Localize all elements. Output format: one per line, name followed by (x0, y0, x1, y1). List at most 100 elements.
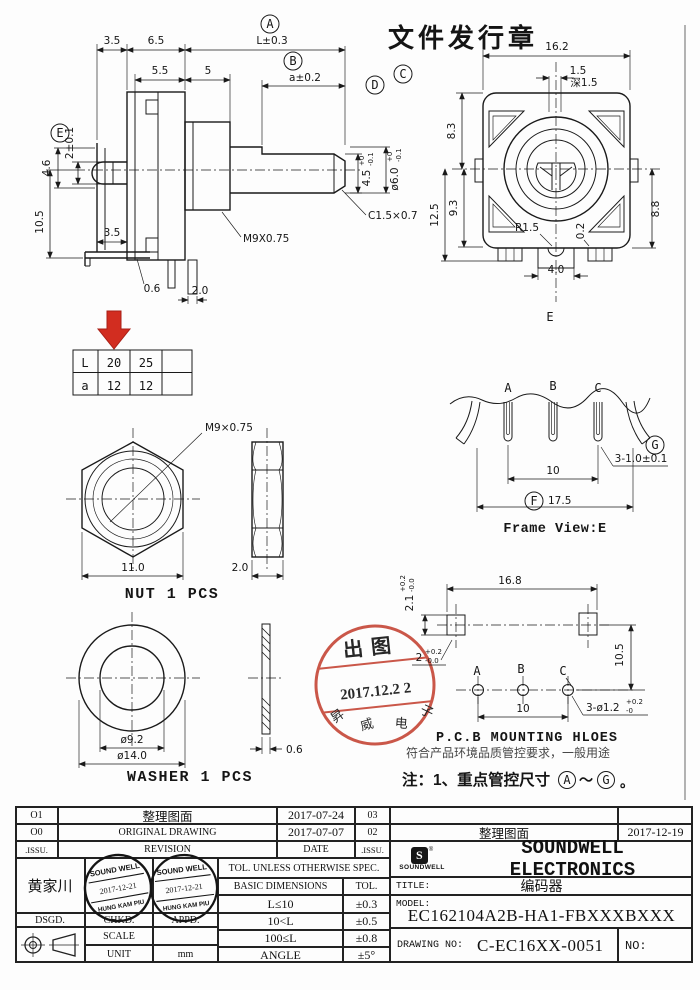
issuance-stamp-title: 文件发行章 (388, 24, 539, 53)
pcb-mounting: 16.8 2.1 +0.2 -0.0 2 +0.2 -0.0 10.5 (399, 575, 648, 760)
tol-row3-val: ±0.8 (343, 930, 390, 947)
svg-text:-0.1: -0.1 (367, 152, 375, 166)
unit-value: mm (153, 945, 218, 963)
tol-col1: BASIC DIMENSIONS (218, 878, 343, 895)
section-label-e: E (546, 310, 553, 324)
appd-stamp: SOUND WELL 2017-12-21 HUNG KAM PIU (149, 853, 219, 923)
model-value: EC162104A2B-HA1-FBXXXBXXX (407, 905, 676, 925)
dim-a: a±0.2 (289, 72, 321, 84)
pcb-hole-label: 3-ø1.2 (586, 702, 620, 714)
release-stamp: 出图 2017.12.2 2 昇 威 电 子 (314, 624, 436, 746)
dim-4-0: 4.0 (548, 264, 565, 276)
frame-dim-17-5: 17.5 (548, 495, 571, 507)
pcb-hole-b: B (517, 662, 524, 676)
note-period: 。 (620, 774, 634, 790)
terminal-a: A (504, 381, 512, 395)
dim-5: 5 (205, 65, 212, 77)
pcb-subtitle: 符合产品环境品质管控要求，一般用途 (406, 745, 610, 760)
tol-row4-dim: ANGLE (218, 947, 343, 963)
terminal-b: B (549, 379, 556, 393)
pcb-hole-up: +0.2 (626, 698, 643, 706)
dim-5-5: 5.5 (152, 65, 169, 77)
pcb-dim-10-5: 10.5 (614, 643, 626, 666)
note-prefix: 注：1、重点管控尺寸 (402, 770, 551, 789)
radius-label: R1.5 (515, 222, 539, 234)
rev-desc-1: 整理图面 (58, 806, 277, 824)
washer-dim-od: ø14.0 (117, 750, 147, 762)
rev-no-2: 02 (355, 824, 390, 841)
drawing-no-label: DRAWING NO: (397, 940, 464, 951)
svg-text:D: D (371, 78, 378, 92)
nut-thread-label: M9×0.75 (205, 422, 253, 434)
note-tilde: ～ (579, 772, 593, 788)
frame-view-caption: Frame View:E (503, 522, 606, 537)
scale-value (153, 927, 218, 945)
pcb-dim-2-dn: -0.0 (425, 657, 439, 665)
svg-text:+0: +0 (358, 156, 366, 166)
svg-text:B: B (289, 54, 296, 68)
unit-label: UNIT (85, 945, 153, 963)
nut-caption: NUT 1 PCS (125, 586, 220, 603)
svg-text:A: A (266, 17, 274, 31)
svg-text:+0: +0 (386, 152, 394, 162)
washer-dim-t: 0.6 (286, 744, 303, 756)
no-cell: NO: (618, 928, 693, 963)
tol-col2: TOL. (343, 878, 390, 895)
logo-registered-icon: ® (428, 847, 434, 853)
svg-text:F: F (530, 494, 537, 508)
callout-e: E (50, 123, 70, 143)
title-label: TITLE: (396, 880, 431, 891)
frame-dim-g: 3-1.0±0.1 (615, 453, 668, 465)
drawing-no-cell: DRAWING NO: C-EC16XX-0051 (390, 928, 618, 963)
stamp-c2: 电 (394, 715, 408, 731)
pcb-hole-dn: -0 (626, 707, 633, 715)
title-cell: TITLE: 编码器 (390, 877, 693, 895)
pcb-dim-2-up: +0.2 (425, 648, 442, 656)
callout-a: A (260, 14, 280, 34)
dim-2-0: 2.0 (192, 285, 209, 297)
signer-name: 黄家川 (15, 858, 85, 913)
rev-date-2: 2017-07-07 (277, 824, 355, 841)
logo-text: SOUNDWELL (399, 864, 445, 871)
svg-text:4.5: 4.5 (361, 170, 373, 187)
svg-text:+0.2: +0.2 (399, 575, 407, 592)
la-25: 25 (139, 356, 153, 370)
depth-label: 深1.5 (570, 77, 597, 89)
la-12a: 12 (107, 379, 121, 393)
svg-text:E: E (56, 126, 63, 140)
rev-desc-hdr: REVISION (58, 841, 277, 858)
dim-16-2: 16.2 (545, 41, 568, 53)
pcb-dim-2: 2 (416, 652, 423, 664)
company-cell: S ® SOUNDWELL SOUNDWELL ELECTRONICS (390, 837, 693, 881)
pcb-dim-10: 10 (516, 703, 529, 715)
svg-text:-0.1: -0.1 (395, 148, 403, 162)
svg-text:2017-12-21: 2017-12-21 (165, 882, 203, 895)
logo-mark: S (410, 847, 428, 864)
nut-view: M9×0.75 11.0 2.0 NUT 1 PCS (66, 422, 284, 603)
chkd-stamp: SOUND WELL 2017-12-21 HUNG KAM PIU (83, 853, 153, 923)
dim-0-2: 0.2 (575, 223, 587, 240)
rev-issu-hdr: .ISSU. (15, 841, 58, 858)
third-angle-projection-icon (21, 933, 79, 957)
blank-cell-2 (618, 806, 693, 824)
company-logo: S ® SOUNDWELL (391, 847, 453, 871)
rev-issu-2: O0 (15, 824, 58, 841)
stamp-c1: 威 (358, 716, 375, 734)
dim-10-5: 10.5 (34, 210, 46, 233)
nut-dim-t: 2.0 (232, 562, 249, 574)
dim-6-5: 6.5 (148, 35, 165, 47)
washer-caption: WASHER 1 PCS (127, 769, 253, 786)
svg-text:ø6.0: ø6.0 (389, 167, 401, 190)
rev-no-hdr: .ISSU. (355, 841, 390, 858)
no-label: NO: (625, 938, 647, 953)
scale-label: SCALE (85, 927, 153, 945)
title-value: 编码器 (520, 878, 563, 894)
svg-text:-0.0: -0.0 (408, 578, 416, 592)
note-callout-g: G (602, 773, 609, 787)
drawing-canvas: 3.5 6.5 L±0.3 A 5.5 5 a±0.2 B D (34, 14, 686, 800)
stamp-c3: 子 (418, 702, 436, 721)
dim-9-3: 9.3 (448, 200, 460, 217)
side-view: 3.5 6.5 L±0.3 A 5.5 5 a±0.2 B D (34, 14, 418, 304)
la-l: L (81, 356, 88, 370)
tol-row4-val: ±5° (343, 947, 390, 963)
